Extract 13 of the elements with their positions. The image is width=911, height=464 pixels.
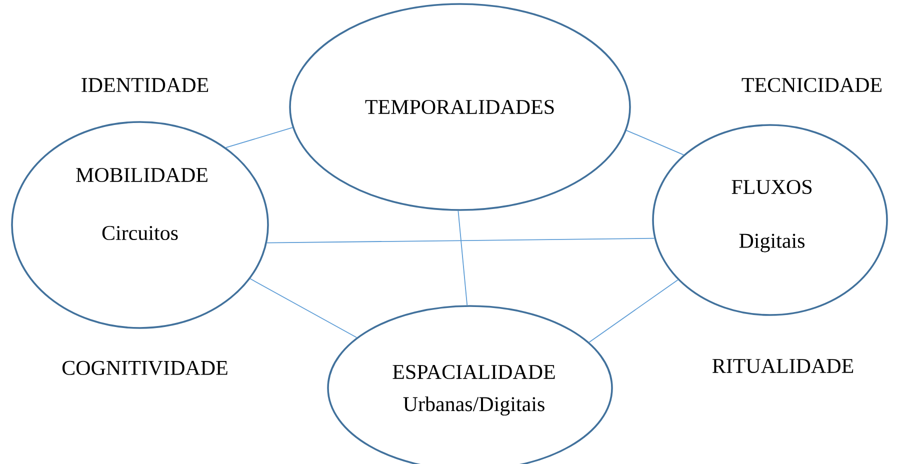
- dimension-label: IDENTIDADE: [82, 78, 208, 92]
- connector-line: [250, 278, 358, 338]
- dimension-label: COGNITIVIDADE: [62, 360, 228, 376]
- connector-line: [266, 238, 655, 244]
- connector-line: [458, 210, 468, 306]
- dimension-label: RITUALIDADE: [712, 358, 854, 374]
- ellipse-node: MOBILIDADE Circuitos: [11, 121, 269, 329]
- ellipse-node: FLUXOS Digitais: [652, 124, 888, 316]
- ellipse-node: TEMPORALIDADES: [289, 3, 631, 211]
- dimension-label: TECNICIDADE: [742, 78, 882, 92]
- connector-line: [626, 130, 684, 156]
- connector-line: [226, 127, 293, 148]
- connector-line: [588, 279, 678, 343]
